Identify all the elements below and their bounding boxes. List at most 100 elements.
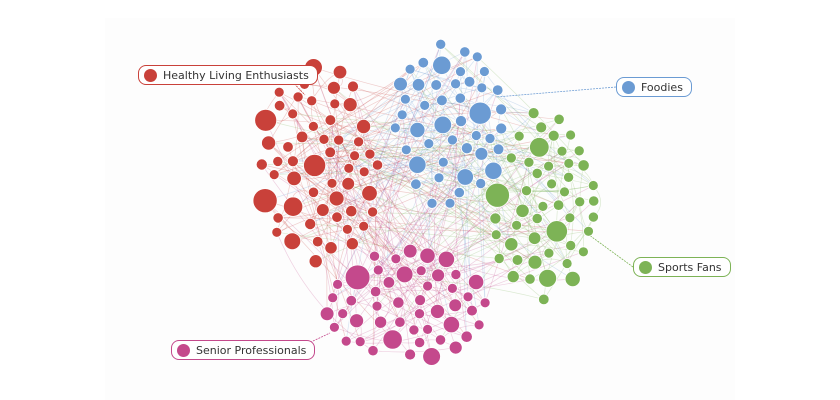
node-seniors[interactable] [368,250,380,262]
node-seniors[interactable] [448,298,463,313]
node-sports[interactable] [543,160,554,172]
node-sports[interactable] [535,121,548,134]
node-seniors[interactable] [434,334,447,346]
node-sports[interactable] [552,199,565,211]
node-healthy[interactable] [361,185,378,202]
node-foodies[interactable] [399,93,411,105]
node-seniors[interactable] [345,295,358,307]
group-label-sports-fans[interactable]: Sports Fans [633,257,731,277]
node-sports[interactable] [504,237,519,252]
node-foodies[interactable] [495,122,508,135]
node-seniors[interactable] [415,265,427,277]
node-seniors[interactable] [419,247,436,264]
node-healthy[interactable] [358,220,370,232]
node-healthy[interactable] [295,130,309,144]
node-seniors[interactable] [327,292,339,304]
node-foodies[interactable] [476,82,488,94]
node-foodies[interactable] [456,168,474,186]
node-sports[interactable] [547,129,560,142]
node-sports[interactable] [574,196,586,208]
node-foodies[interactable] [389,122,401,134]
node-sports[interactable] [577,159,590,172]
node-seniors[interactable] [429,303,445,319]
node-foodies[interactable] [474,146,489,161]
node-seniors[interactable] [344,264,371,291]
node-seniors[interactable] [332,278,344,290]
node-healthy[interactable] [315,203,330,217]
node-healthy[interactable] [367,206,379,218]
node-sports[interactable] [573,145,585,157]
node-sports[interactable] [527,231,542,245]
node-sports[interactable] [511,254,524,266]
node-healthy[interactable] [261,135,277,151]
node-healthy[interactable] [286,170,302,187]
node-healthy[interactable] [307,121,319,132]
node-healthy[interactable] [268,169,280,181]
node-sports[interactable] [543,247,555,259]
node-sports[interactable] [527,107,540,119]
node-seniors[interactable] [390,253,402,265]
node-foodies[interactable] [393,76,408,92]
node-sports[interactable] [587,180,599,191]
node-healthy[interactable] [282,196,304,217]
node-foodies[interactable] [437,156,449,168]
node-foodies[interactable] [417,57,430,69]
node-foodies[interactable] [454,115,467,128]
node-foodies[interactable] [423,138,435,150]
node-sports[interactable] [523,156,535,168]
node-foodies[interactable] [436,94,448,107]
node-sports[interactable] [553,113,565,125]
node-foodies[interactable] [450,78,462,90]
node-foodies[interactable] [478,66,490,77]
node-healthy[interactable] [271,226,283,238]
node-seniors[interactable] [402,243,418,259]
node-healthy[interactable] [371,159,384,171]
node-seniors[interactable] [460,330,473,343]
node-healthy[interactable] [353,136,365,148]
node-healthy[interactable] [333,134,345,146]
node-sports[interactable] [531,167,543,179]
group-label-foodies[interactable]: Foodies [616,77,692,97]
node-sports[interactable] [538,293,550,306]
node-seniors[interactable] [392,296,405,309]
node-healthy[interactable] [343,162,355,174]
node-seniors[interactable] [319,306,335,322]
node-seniors[interactable] [371,300,383,312]
node-seniors[interactable] [467,273,485,291]
node-healthy[interactable] [345,237,359,251]
node-foodies[interactable] [408,155,427,174]
node-foodies[interactable] [404,63,416,75]
node-healthy[interactable] [332,64,348,80]
node-healthy[interactable] [324,241,338,255]
node-seniors[interactable] [466,304,478,317]
node-foodies[interactable] [463,75,476,88]
node-sports[interactable] [505,152,517,164]
node-healthy[interactable] [329,98,341,110]
node-foodies[interactable] [475,177,487,189]
node-healthy[interactable] [349,150,361,162]
node-foodies[interactable] [470,130,482,141]
node-seniors[interactable] [479,297,491,309]
node-healthy[interactable] [308,254,323,269]
node-healthy[interactable] [303,153,327,177]
node-foodies[interactable] [433,172,445,184]
node-healthy[interactable] [341,177,356,191]
node-seniors[interactable] [462,291,474,303]
node-healthy[interactable] [324,146,337,159]
node-healthy[interactable] [342,97,358,112]
node-foodies[interactable] [484,132,496,144]
node-sports[interactable] [484,182,510,208]
node-sports[interactable] [559,186,570,198]
node-seniors[interactable] [395,265,414,284]
node-foodies[interactable] [453,187,465,199]
node-sports[interactable] [578,246,589,258]
node-healthy[interactable] [326,80,341,95]
node-sports[interactable] [583,225,594,237]
node-healthy[interactable] [252,188,278,214]
node-sports[interactable] [545,220,568,243]
node-foodies[interactable] [492,143,505,156]
node-sports[interactable] [493,252,505,264]
node-seniors[interactable] [354,336,366,348]
node-healthy[interactable] [254,108,278,132]
node-healthy[interactable] [331,211,343,223]
